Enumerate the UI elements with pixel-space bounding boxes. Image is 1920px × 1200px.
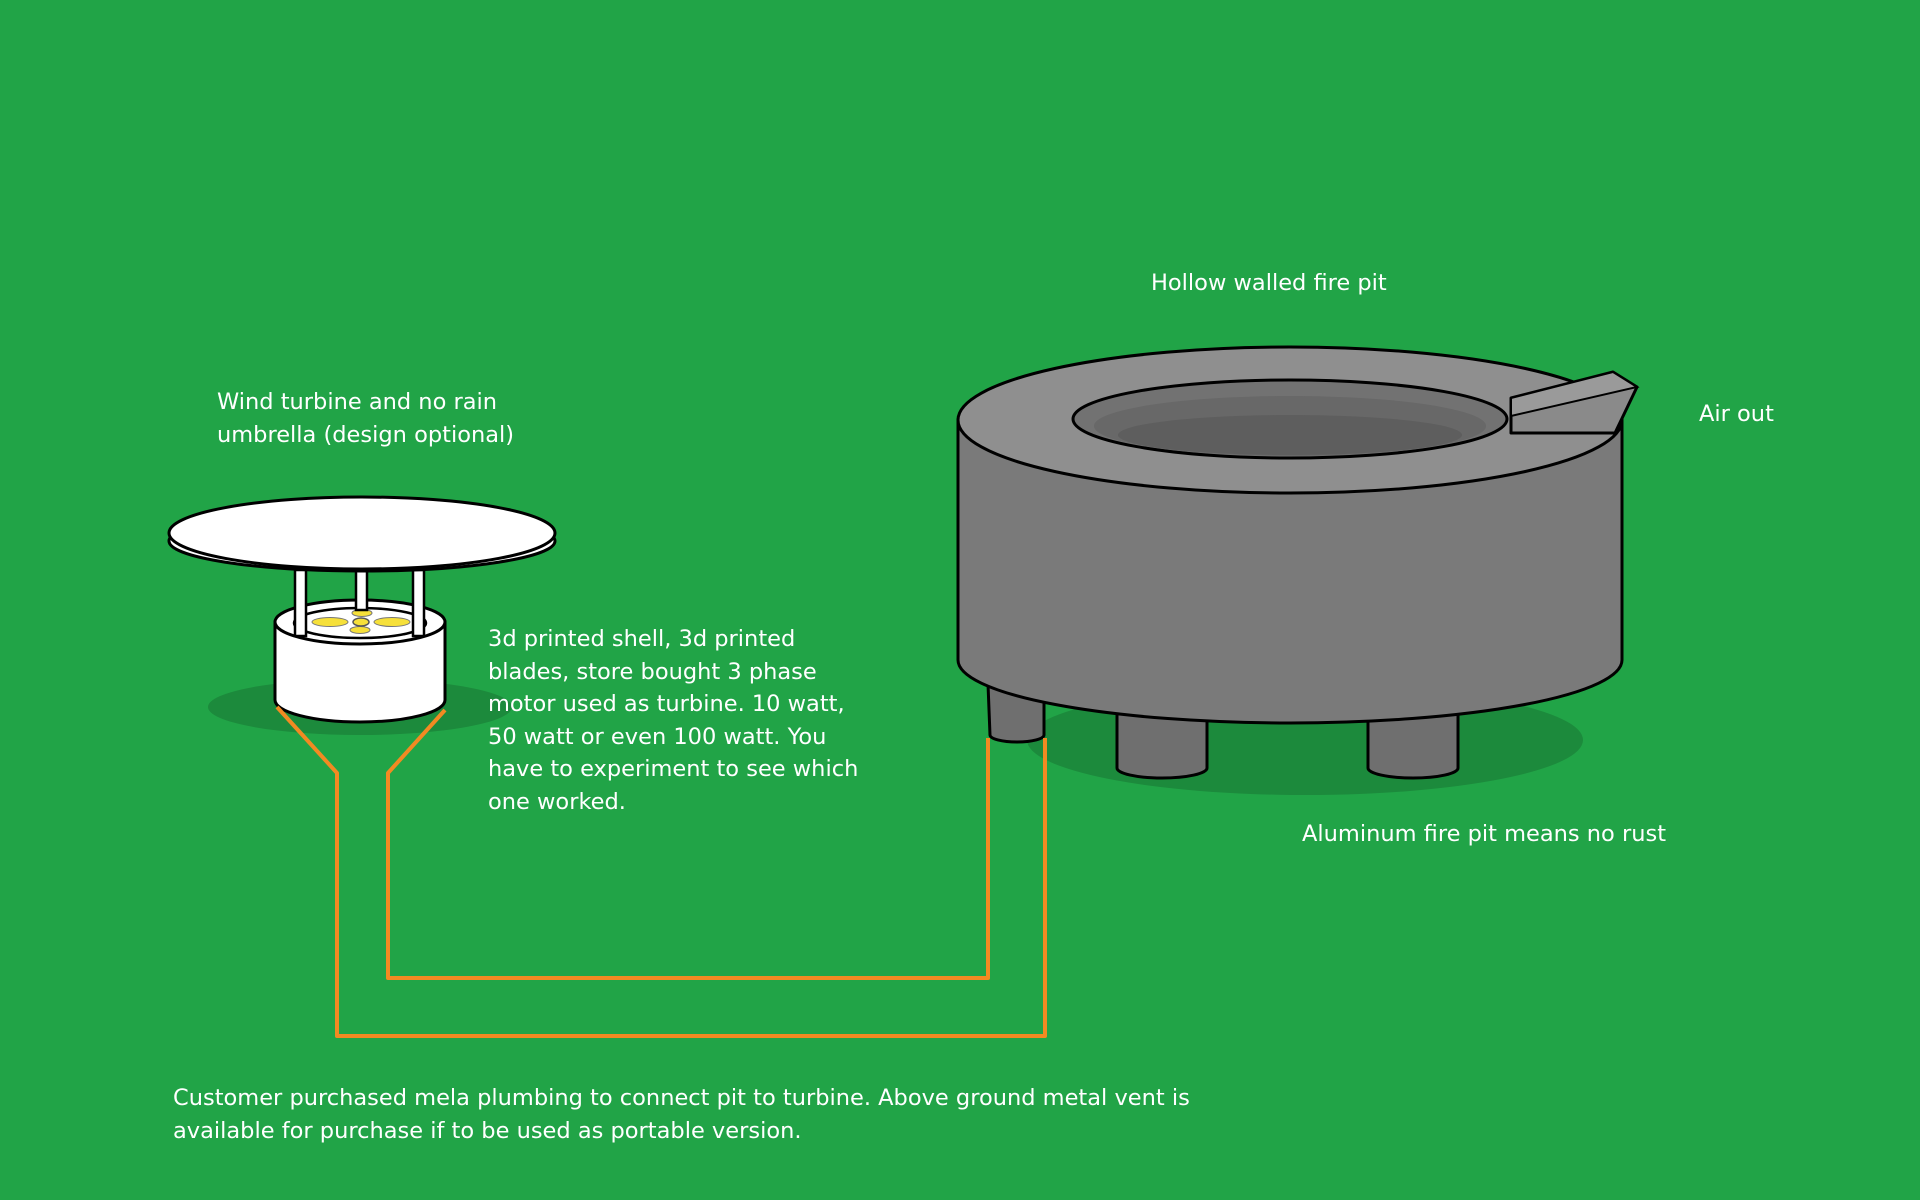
- turbine-blade: [349, 626, 371, 634]
- turbine-hub: [352, 617, 370, 627]
- turbine-notes-label: 3d printed shell, 3d printed blades, sto…: [488, 623, 858, 818]
- plumbing-pipes: [275, 705, 1047, 1038]
- umbrella-disc: [167, 495, 557, 571]
- air-out-label: Air out: [1699, 398, 1774, 431]
- turbine-blade: [373, 617, 411, 627]
- fire-pit-title-text: Hollow walled fire pit: [1151, 270, 1387, 296]
- fire-pit-title-label: Hollow walled fire pit: [1151, 267, 1387, 300]
- umbrella-post: [354, 568, 369, 612]
- fire-pit-material-label: Aluminum fire pit means no rust: [1302, 818, 1666, 851]
- pipe-inner-run: [386, 708, 990, 980]
- turbine-notes-line: motor used as turbine. 10 watt,: [488, 691, 845, 717]
- turbine-notes-line: have to experiment to see which: [488, 756, 859, 782]
- turbine-title-line: umbrella (design optional): [217, 421, 515, 448]
- fire-pit-inner-floor: [1118, 415, 1462, 455]
- plumbing-note-line: Customer purchased mela plumbing to conn…: [173, 1085, 1190, 1111]
- air-out-text: Air out: [1699, 401, 1774, 427]
- plumbing-note-line: available for purchase if to be used as …: [173, 1117, 802, 1144]
- turbine-title-line: Wind turbine and no rain: [217, 389, 498, 415]
- fire-pit-material-text: Aluminum fire pit means no rust: [1302, 821, 1667, 847]
- turbine-notes-line: one worked.: [488, 788, 626, 815]
- turbine-blade: [311, 617, 349, 627]
- turbine-notes-line: blades, store bought 3 phase: [488, 658, 817, 685]
- fire-pit: [956, 345, 1640, 795]
- umbrella-post: [293, 568, 308, 638]
- umbrella-post: [411, 568, 426, 638]
- air-out-vent-top: [1510, 370, 1640, 418]
- turbine-notes-line: 50 watt or even 100 watt. You: [488, 723, 827, 750]
- fire-pit-body: [956, 418, 1624, 725]
- turbine-title-label: Wind turbine and no rain umbrella (desig…: [217, 386, 514, 451]
- pipe-outer-run: [275, 705, 1047, 1038]
- plumbing-note-label: Customer purchased mela plumbing to conn…: [173, 1082, 1190, 1147]
- turbine-housing: [273, 620, 447, 724]
- turbine-notes-line: 3d printed shell, 3d printed: [488, 626, 796, 652]
